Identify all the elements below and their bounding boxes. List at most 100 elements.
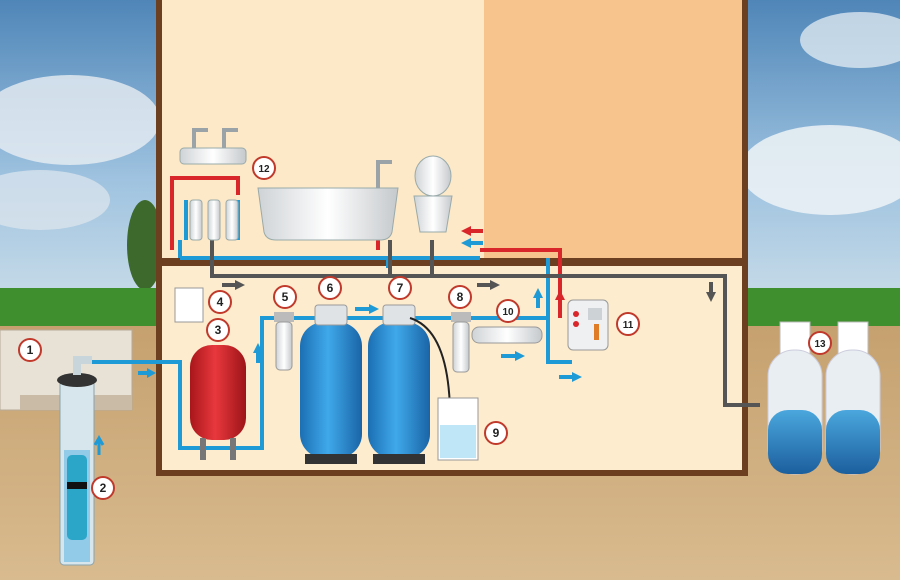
callout-11: 11 [616, 312, 640, 336]
arrow-icon [147, 368, 156, 378]
callout-circle [208, 290, 232, 314]
callout-number: 13 [814, 339, 826, 350]
accumulator-leg [200, 438, 206, 460]
arrow-icon [222, 283, 235, 287]
callout-circle [484, 421, 508, 445]
arrow-icon [559, 375, 573, 379]
under-sink-filter [189, 199, 203, 241]
arrow-icon [490, 280, 500, 290]
bathroom-fixtures [179, 128, 453, 241]
cloud [740, 125, 900, 215]
filter-base-7 [373, 454, 425, 464]
heater-handle [594, 324, 599, 340]
arrow-icon [536, 298, 540, 308]
fine-filter [452, 321, 470, 373]
arrow-icon [477, 283, 490, 287]
callout-9: 9 [484, 421, 508, 445]
arrow-icon [355, 307, 369, 311]
arrow-icon [555, 290, 565, 300]
callout-number: 4 [217, 295, 224, 309]
under-sink-filter [207, 199, 221, 241]
accumulator-leg [230, 438, 236, 460]
callout-2: 2 [91, 476, 115, 500]
septic-tanks [767, 321, 881, 475]
uv-sterilizer [471, 326, 543, 344]
sink [179, 147, 247, 165]
callout-10: 10 [496, 299, 520, 323]
callout-circle [91, 476, 115, 500]
coarse-filter-head [274, 312, 294, 322]
arrow-icon [138, 371, 148, 375]
room-right [484, 0, 742, 258]
faucet-icon [376, 160, 392, 188]
callout-13: 13 [808, 331, 832, 355]
callout-3: 3 [206, 318, 230, 342]
well-pipe-elbow [73, 356, 92, 375]
arrow-icon [558, 300, 562, 310]
arrow-icon [533, 288, 543, 298]
tree [127, 200, 163, 290]
faucet-icon [222, 128, 238, 148]
arrow-icon [471, 229, 483, 233]
callout-circle [206, 318, 230, 342]
callout-7: 7 [388, 276, 412, 300]
arrow-icon [572, 372, 582, 382]
pressure-switch-box [174, 287, 204, 323]
callout-circle [448, 285, 472, 309]
callout-number: 3 [215, 323, 222, 337]
cloud [0, 75, 160, 165]
coarse-filter [275, 321, 293, 371]
callout-12: 12 [252, 156, 276, 180]
arrow-icon [253, 343, 263, 353]
bathtub [257, 187, 399, 241]
callout-4: 4 [208, 290, 232, 314]
callout-number: 5 [282, 290, 289, 304]
callout-circle [18, 338, 42, 362]
heater-display [588, 308, 602, 320]
drain-pipe [210, 240, 760, 407]
cloud [800, 12, 900, 68]
callout-number: 9 [493, 426, 500, 440]
callout-number: 11 [623, 320, 634, 331]
filter-base-6 [305, 454, 357, 464]
callout-number: 7 [397, 281, 404, 295]
arrow-icon [235, 280, 245, 290]
filter-valve-7 [382, 304, 416, 326]
callout-circle [273, 285, 297, 309]
callout-circle [808, 331, 832, 355]
arrow-icon [461, 238, 471, 248]
callout-circle [252, 156, 276, 180]
callout-5: 5 [273, 285, 297, 309]
filter-valve-6 [314, 304, 348, 326]
callout-number: 10 [502, 307, 514, 318]
arrow-icon [471, 241, 483, 245]
arrow-icon [706, 292, 716, 302]
fine-filter-head [451, 312, 471, 322]
arrow-icon [256, 353, 260, 363]
callout-circle [496, 299, 520, 323]
callout-number: 2 [100, 481, 107, 495]
under-sink-filter [225, 199, 239, 241]
heater-indicator [573, 321, 579, 327]
well-head [57, 373, 97, 387]
heater-indicator [573, 311, 579, 317]
callout-number: 12 [258, 164, 270, 175]
callout-8: 8 [448, 285, 472, 309]
callout-number: 8 [457, 290, 464, 304]
pump-band [67, 482, 87, 489]
arrow-icon [515, 351, 525, 361]
callout-number: 6 [327, 281, 334, 295]
callout-circle [318, 276, 342, 300]
callout-6: 6 [318, 276, 342, 300]
faucet-icon [192, 128, 208, 148]
callout-number: 1 [27, 343, 34, 357]
borehole-flow-arrow [93, 434, 105, 455]
toilet-tank [414, 155, 452, 197]
submersible-pump [67, 455, 87, 540]
hydro-accumulator [190, 345, 246, 440]
callout-circle [616, 312, 640, 336]
cloud [0, 170, 110, 230]
arrow-icon [369, 304, 379, 314]
reagent-level [440, 425, 476, 458]
